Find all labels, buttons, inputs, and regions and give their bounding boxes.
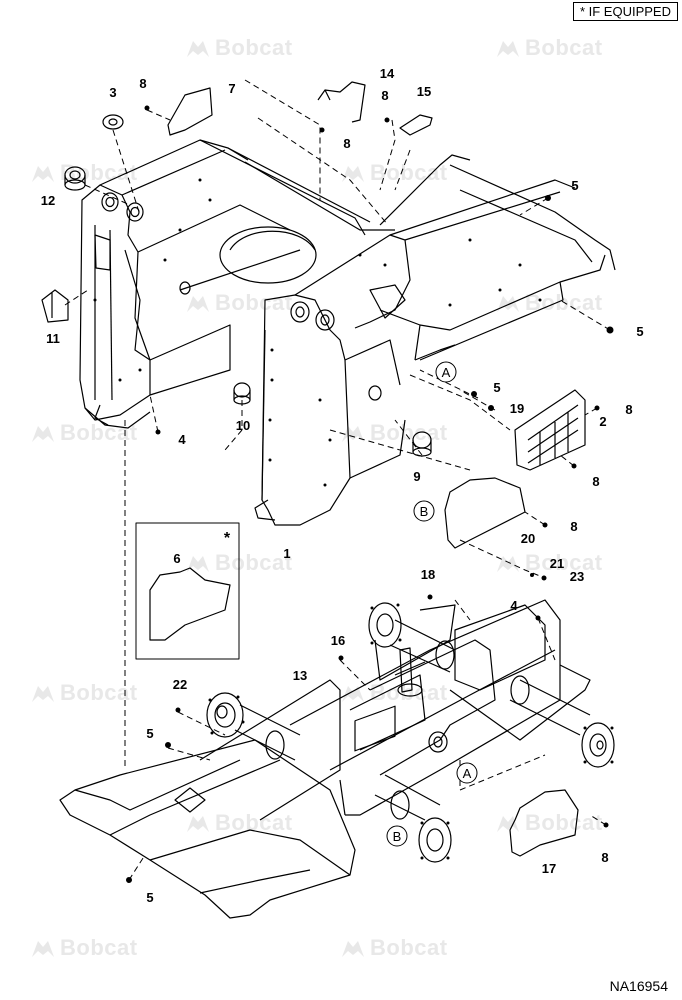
callout-8: 8 (601, 850, 608, 865)
washer-part (102, 114, 124, 130)
callout-8: 8 (570, 519, 577, 534)
callout-10: 10 (236, 418, 250, 433)
callout-17: 17 (542, 861, 556, 876)
bracket-plate-part (167, 87, 213, 136)
callout-2: 2 (599, 414, 606, 429)
side-bracket-part (41, 289, 69, 323)
callout-8: 8 (625, 402, 632, 417)
callout-7: 7 (228, 81, 235, 96)
callout-14: 14 (380, 66, 395, 81)
callout-12: 12 (41, 193, 55, 208)
drawing-number: NA16954 (609, 978, 668, 994)
callout-11: 11 (46, 331, 60, 346)
callout-15: 15 (417, 84, 431, 99)
callout-8: 8 (592, 474, 599, 489)
main-frame-part (79, 139, 616, 526)
callout-5: 5 (146, 726, 153, 741)
circle-ref-b-label: B (393, 829, 402, 844)
inset-cover-part (149, 567, 231, 641)
if-equipped-label: IF EQUIPPED (588, 4, 671, 19)
bushing-part (412, 431, 432, 457)
callout-16: 16 (331, 633, 345, 648)
callout-5: 5 (146, 890, 153, 905)
callout-8: 8 (381, 88, 388, 103)
callout-23: 23 (570, 569, 584, 584)
if-equipped-legend: * IF EQUIPPED (572, 2, 678, 21)
circle-reference-b: B (386, 825, 408, 847)
circle-reference-b: B (413, 500, 435, 522)
callout-8: 8 (343, 136, 350, 151)
grille-part (514, 389, 586, 471)
asterisk-mark: * (579, 4, 586, 19)
callout-5: 5 (571, 178, 578, 193)
circle-ref-a-label: A (442, 365, 451, 380)
callout-18: 18 (421, 567, 435, 582)
circle-reference-a: A (456, 762, 478, 784)
side-cover-part (509, 789, 579, 857)
mount-bracket-part (317, 81, 366, 123)
callout-19: 19 (510, 401, 524, 416)
callout-5: 5 (493, 380, 500, 395)
leader-lines (64, 79, 611, 881)
inset-box (135, 522, 240, 660)
callout-20: 20 (521, 531, 535, 546)
callout-3: 3 (109, 85, 116, 100)
callout-4: 4 (178, 432, 186, 447)
small-bracket-part (399, 114, 433, 136)
inset-asterisk: * (224, 530, 231, 547)
callout-5: 5 (636, 324, 643, 339)
callout-8: 8 (139, 76, 146, 91)
callout-13: 13 (293, 668, 307, 683)
circle-ref-b-label: B (420, 504, 429, 519)
callout-4: 4 (510, 598, 518, 613)
circle-ref-a-label: A (463, 766, 472, 781)
lower-chassis-part (59, 599, 615, 919)
bushing-part (64, 166, 86, 191)
callout-labels: 3 8 7 14 8 15 8 12 5 11 5 5 19 8 4 10 2 … (41, 66, 644, 905)
callout-6: 6 (173, 551, 180, 566)
circle-reference-a: A (435, 361, 457, 383)
callout-22: 22 (173, 677, 187, 692)
cover-plate-part (444, 477, 526, 549)
callout-1: 1 (283, 546, 290, 561)
callout-9: 9 (413, 469, 420, 484)
callout-21: 21 (550, 556, 564, 571)
